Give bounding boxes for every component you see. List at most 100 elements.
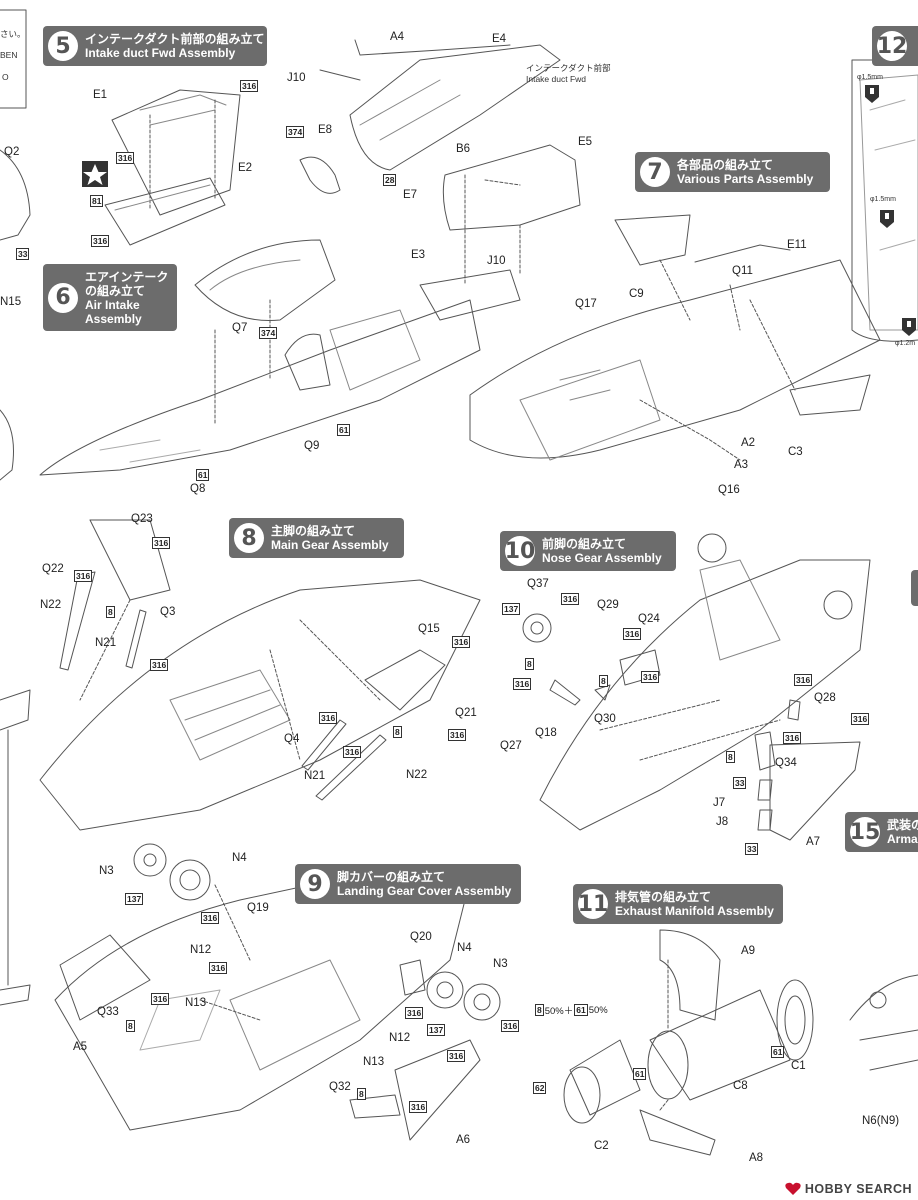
part-label: E1	[93, 89, 108, 101]
step-title-en: Various Parts Assembly	[677, 172, 814, 186]
part-label: Q24	[638, 613, 660, 625]
part-label: Q8	[190, 483, 206, 495]
color-code-badge: 316	[623, 628, 642, 640]
part-label: N4	[232, 852, 247, 864]
watermark: HOBBY SEARCH	[785, 1182, 912, 1196]
color-code-badge: 62	[533, 1082, 547, 1094]
part-label: N13	[363, 1056, 385, 1068]
drill-size: φ1.2m	[895, 340, 916, 347]
step-number: 8	[234, 523, 264, 553]
part-label: B6	[456, 143, 471, 155]
part-label: Q34	[775, 757, 797, 769]
color-code-badge: 316	[91, 235, 110, 247]
drill-size: φ1.5mm	[857, 74, 883, 81]
part-label: Q7	[232, 322, 248, 334]
step-title-en: Nose Gear Assembly	[542, 551, 662, 565]
part-label: N15	[0, 296, 22, 308]
part-label: J10	[487, 255, 506, 267]
color-code-badge: 8	[599, 675, 608, 687]
step-title-jp: 排気管の組み立て	[615, 890, 712, 904]
part-label: N12	[389, 1032, 411, 1044]
edge-text-fragment: BEN	[0, 50, 18, 60]
color-code-badge: 316	[851, 713, 870, 725]
color-code-badge: 316	[150, 659, 169, 671]
color-code-badge: 8	[126, 1020, 135, 1032]
part-label: Q2	[4, 146, 20, 158]
color-code-badge: 81	[90, 195, 104, 207]
part-label: C3	[788, 446, 803, 458]
part-label: Q28	[814, 692, 836, 704]
mix-percent: 50%＋	[544, 1006, 574, 1017]
part-label: J7	[713, 797, 726, 809]
part-label: C9	[629, 288, 644, 300]
step-6-header: 6 エアインテーク の組み立て Air Intake Assembly	[43, 264, 177, 331]
drill-size: φ1.5mm	[870, 196, 896, 203]
part-label: Q33	[97, 1006, 119, 1018]
step-title-jp: 前脚の組み立て	[542, 537, 627, 551]
edge-text-fragment: さい。	[0, 29, 26, 39]
part-label: A4	[390, 31, 405, 43]
part-label: A6	[456, 1134, 471, 1146]
color-code-badge: 316	[452, 636, 471, 648]
color-code-badge: 316	[240, 80, 259, 92]
part-label: Q20	[410, 931, 432, 943]
color-code-badge: 61	[771, 1046, 785, 1058]
step-title-en: Main Gear Assembly	[271, 538, 389, 552]
color-code-badge: 316	[448, 729, 467, 741]
step-title-en: Exhaust Manifold Assembly	[615, 904, 774, 918]
part-label: N22	[40, 599, 62, 611]
step-number: 11	[578, 889, 608, 919]
step-number: 15	[850, 817, 880, 847]
part-label: N22	[406, 769, 428, 781]
color-code-badge: 8	[726, 751, 735, 763]
part-label: E11	[787, 239, 807, 251]
color-code-badge: 137	[427, 1024, 446, 1036]
star-icon	[82, 161, 108, 187]
color-code-badge: 137	[502, 603, 521, 615]
part-label: Q18	[535, 727, 557, 739]
part-label: N21	[95, 637, 117, 649]
part-label: E2	[238, 162, 253, 174]
part-label: N6(N9)	[862, 1115, 900, 1127]
part-label: E8	[318, 124, 333, 136]
part-label: C1	[791, 1060, 806, 1072]
color-code-badge: 8	[525, 658, 534, 670]
step-title-en: Intake duct Fwd Assembly	[85, 46, 236, 60]
step-title-jp: 各部品の組み立て	[677, 158, 774, 172]
step-number: 12	[877, 31, 907, 61]
step-header-fragment	[911, 570, 918, 606]
step-title-jp: インテークダクト前部の組み立て	[85, 32, 265, 46]
part-label: Q16	[718, 484, 740, 496]
part-label: N13	[185, 997, 207, 1009]
color-code-badge: 316	[641, 671, 660, 683]
color-code-badge: 316	[405, 1007, 424, 1019]
color-code-badge: 61	[574, 1004, 588, 1016]
part-label: Q27	[500, 740, 522, 752]
hobby-search-logo-icon	[785, 1182, 801, 1195]
part-label: Q19	[247, 902, 269, 914]
part-label: N4	[457, 942, 472, 954]
color-code-badge: 33	[745, 843, 759, 855]
part-label: A8	[749, 1152, 764, 1164]
color-code-badge: 316	[209, 962, 228, 974]
step-title-en: Air Intake	[85, 297, 140, 312]
part-label: E7	[403, 189, 418, 201]
part-label: J8	[716, 816, 729, 828]
color-code-badge: 8	[535, 1004, 544, 1016]
step-number: 10	[505, 536, 535, 566]
part-label: Q4	[284, 733, 300, 745]
color-code-badge: 316	[794, 674, 813, 686]
part-label: A3	[734, 459, 749, 471]
part-label: Q37	[527, 578, 549, 590]
step-number: 6	[48, 282, 78, 313]
color-code-badge: 316	[116, 152, 135, 164]
step-title-jp: 主脚の組み立て	[271, 524, 356, 538]
color-code-badge: 374	[259, 327, 278, 339]
part-label: Q3	[160, 606, 176, 618]
part-label: Q30	[594, 713, 616, 725]
